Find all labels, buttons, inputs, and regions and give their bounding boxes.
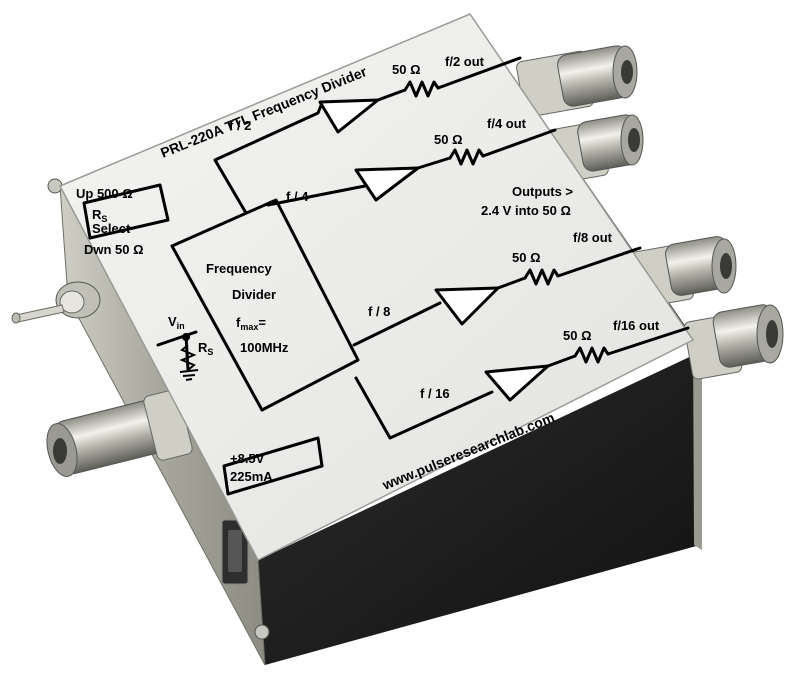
outputs-note-line1: Outputs > xyxy=(512,184,573,199)
rs-select-label: RS Select xyxy=(92,207,131,236)
output-bnc-f2-icon[interactable] xyxy=(516,44,638,118)
label-f4: f / 4 xyxy=(286,189,309,204)
divider-fmax-value: 100MHz xyxy=(240,340,289,355)
label-panel xyxy=(58,13,695,562)
res-label-f16: 50 Ω xyxy=(563,328,592,343)
rs-down-label: Dwn 50 Ω xyxy=(84,242,144,257)
svg-text:RS: RS xyxy=(198,340,213,357)
power-jack-icon[interactable] xyxy=(221,519,249,585)
resistor-symbol-icon xyxy=(403,80,440,98)
svg-text:Vin: Vin xyxy=(168,314,185,331)
outputs-note-line2: 2.4 V into 50 Ω xyxy=(481,203,571,218)
output-bnc-f16-icon[interactable] xyxy=(683,303,784,380)
screw-bottom-left-icon xyxy=(254,624,270,640)
label-f8: f / 8 xyxy=(368,304,390,319)
svg-text:RS: RS xyxy=(92,207,107,224)
res-label-f4: 50 Ω xyxy=(434,132,463,147)
output-traces xyxy=(376,56,690,368)
divider-fmax: fmax= xyxy=(236,315,266,332)
out-label-f8: f/8 out xyxy=(573,230,613,245)
svg-text:Select: Select xyxy=(92,221,131,236)
power-box xyxy=(222,436,324,496)
power-line1: +8.5V xyxy=(230,451,265,466)
rs-input-label: RS xyxy=(198,340,213,357)
label-f16: f / 16 xyxy=(420,386,450,401)
res-label-f8: 50 Ω xyxy=(512,250,541,265)
ground-symbol-icon xyxy=(179,333,199,381)
power-line2: 225mA xyxy=(230,469,273,484)
divider-line1: Frequency xyxy=(206,261,273,276)
out-label-f4: f/4 out xyxy=(487,116,527,131)
svg-text:fmax=: fmax= xyxy=(236,315,266,332)
toggle-switch-icon[interactable] xyxy=(11,281,101,324)
out-label-f2: f/2 out xyxy=(445,54,485,69)
divider-box xyxy=(170,198,360,412)
buffer-amplifier-icon xyxy=(318,98,550,402)
vin-label: Vin xyxy=(168,314,185,331)
out-label-f16: f/16 out xyxy=(613,318,660,333)
rs-up-label: Up 500 Ω xyxy=(76,186,133,201)
rs-select-box xyxy=(82,183,170,240)
divider-line2: Divider xyxy=(232,287,276,302)
label-f2: f / 2 xyxy=(229,118,251,133)
res-label-f2: 50 Ω xyxy=(392,62,421,77)
